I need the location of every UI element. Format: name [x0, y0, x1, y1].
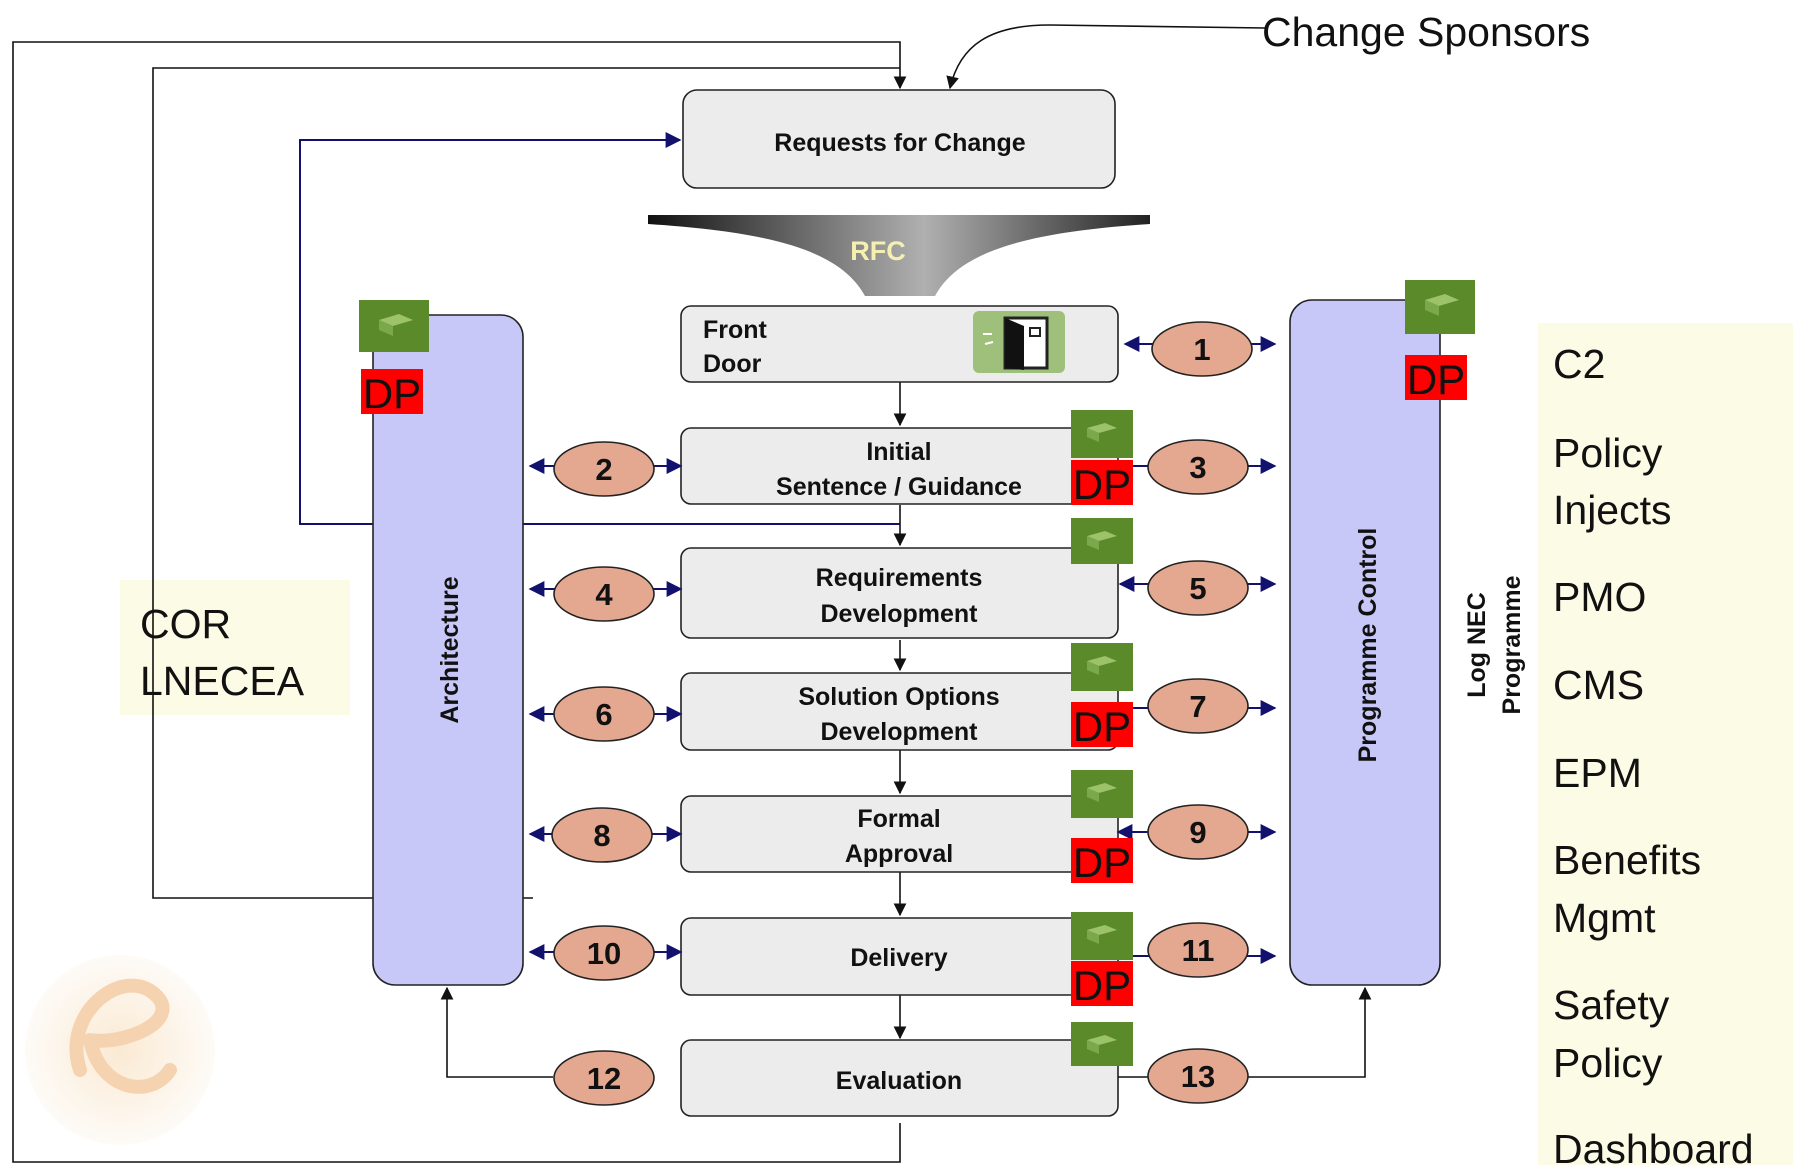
cor-label-line2: LNECEA — [140, 658, 305, 704]
package-icon — [1071, 518, 1133, 564]
funnel-icon: RFC — [648, 215, 1150, 296]
svg-text:3: 3 — [1189, 450, 1206, 485]
dp-badge: DP — [1071, 961, 1133, 1009]
cor-label-line1: COR — [140, 601, 231, 647]
svg-text:DP: DP — [1073, 962, 1131, 1009]
step-5: 5 — [1147, 560, 1249, 616]
dp-badges: DP DP DP DP DP DP — [361, 355, 1467, 1009]
right-list-item: Policy — [1553, 1040, 1663, 1086]
right-list-item: Injects — [1553, 487, 1672, 533]
dp-badge: DP — [1071, 838, 1133, 886]
step-1: 1 — [1151, 321, 1253, 377]
svg-text:DP: DP — [1407, 356, 1465, 403]
programme-control-label: Programme Control — [1354, 528, 1382, 763]
right-list-item: EPM — [1553, 750, 1642, 796]
svg-text:10: 10 — [587, 936, 621, 971]
step-9: 9 — [1147, 804, 1249, 860]
step-2: 2 — [553, 441, 655, 497]
requests-for-change-label: Requests for Change — [774, 129, 1026, 157]
package-icon — [1071, 410, 1133, 458]
funnel-label: RFC — [850, 236, 906, 266]
svg-text:DP: DP — [363, 370, 421, 417]
right-list-item: PMO — [1553, 574, 1646, 620]
logo-watermark-icon — [25, 955, 215, 1145]
svg-text:DP: DP — [1073, 461, 1131, 508]
dp-badge: DP — [1071, 460, 1133, 508]
dp-badge: DP — [1071, 702, 1133, 750]
requirements-label-line1: Requirements — [816, 564, 983, 592]
front-door-label-line2: Door — [703, 350, 762, 378]
solution-label-line2: Development — [821, 718, 979, 746]
step-4: 4 — [553, 566, 655, 622]
package-icon — [1071, 643, 1133, 691]
formal-label-line1: Formal — [857, 805, 940, 833]
step-11: 11 — [1147, 922, 1249, 978]
log-nec-label: Log NEC Programme — [1463, 575, 1526, 714]
svg-text:2: 2 — [595, 452, 612, 487]
step-10: 10 — [553, 925, 655, 981]
package-icons — [359, 280, 1475, 1066]
svg-text:Programme: Programme — [1498, 575, 1526, 714]
cor-panel — [120, 580, 350, 715]
rfc-feedback-arrow — [299, 132, 900, 525]
step-13: 13 — [1147, 1048, 1249, 1104]
svg-text:12: 12 — [587, 1061, 621, 1096]
right-list-item: Benefits — [1553, 837, 1701, 883]
svg-text:1: 1 — [1193, 332, 1210, 367]
right-list: C2 Policy Injects PMO CMS EPM Benefits M… — [1553, 341, 1754, 1165]
svg-text:DP: DP — [1073, 839, 1131, 886]
dp-badge: DP — [361, 369, 423, 417]
step-7: 7 — [1147, 678, 1249, 734]
package-icon — [1071, 912, 1133, 960]
step-3: 3 — [1147, 439, 1249, 495]
right-list-item: Safety — [1553, 982, 1670, 1028]
requirements-label-line2: Development — [821, 600, 979, 628]
package-icon — [1071, 770, 1133, 818]
architecture-box — [372, 314, 524, 986]
svg-text:9: 9 — [1189, 815, 1206, 850]
initial-label-line2: Sentence / Guidance — [776, 473, 1022, 501]
delivery-label: Delivery — [850, 944, 947, 972]
package-icon — [1071, 1022, 1133, 1066]
right-list-item: Policy — [1553, 430, 1663, 476]
svg-text:13: 13 — [1181, 1059, 1215, 1094]
svg-text:11: 11 — [1182, 933, 1215, 968]
formal-label-line2: Approval — [845, 840, 953, 868]
feedback-loops — [12, 24, 1266, 1163]
right-panel — [1538, 323, 1793, 1165]
dp-badge: DP — [1405, 355, 1467, 403]
architecture-label: Architecture — [436, 576, 464, 723]
svg-text:5: 5 — [1189, 571, 1206, 606]
change-sponsors-label: Change Sponsors — [1262, 9, 1590, 55]
right-list-item: Dashboard — [1553, 1126, 1754, 1165]
step-12: 12 — [553, 1050, 655, 1106]
initial-label-line1: Initial — [866, 438, 931, 466]
front-door-label-line1: Front — [703, 316, 768, 344]
step-6: 6 — [553, 686, 655, 742]
evaluation-label: Evaluation — [836, 1067, 962, 1095]
svg-text:7: 7 — [1189, 689, 1206, 724]
programme-control-box — [1289, 299, 1441, 986]
svg-text:6: 6 — [595, 697, 612, 732]
solution-label-line1: Solution Options — [798, 683, 999, 711]
step-8: 8 — [551, 807, 653, 863]
package-icon — [359, 300, 429, 352]
door-icon — [973, 311, 1065, 373]
svg-text:DP: DP — [1073, 703, 1131, 750]
svg-text:8: 8 — [593, 818, 610, 853]
right-list-item: C2 — [1553, 341, 1605, 387]
right-list-item: Mgmt — [1553, 895, 1656, 941]
package-icon — [1405, 280, 1475, 334]
svg-text:4: 4 — [595, 577, 613, 612]
evaluation-box — [680, 1039, 1119, 1117]
right-list-item: CMS — [1553, 662, 1644, 708]
requests-for-change-box — [682, 89, 1116, 189]
svg-text:Log NEC: Log NEC — [1463, 592, 1491, 698]
